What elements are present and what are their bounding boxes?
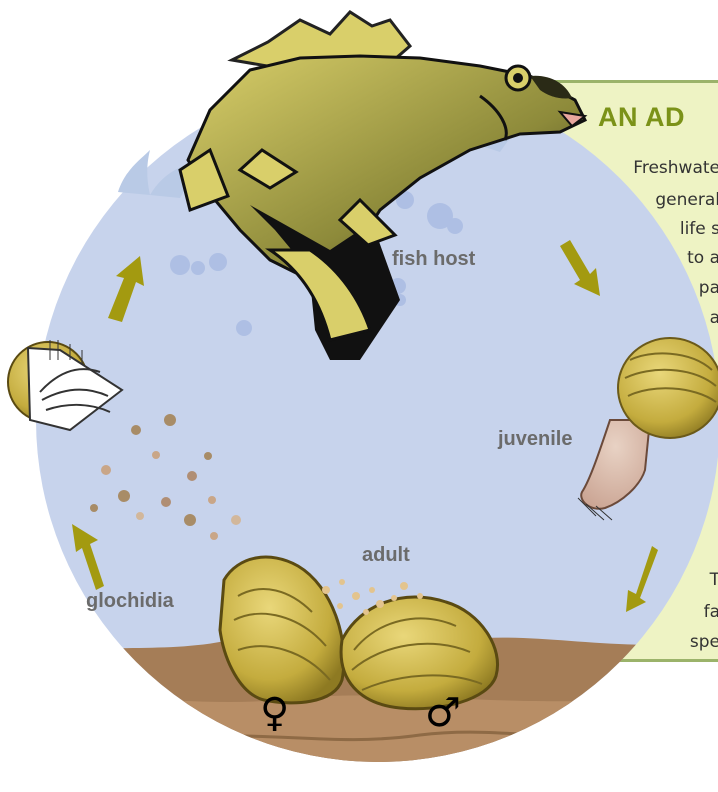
label-juvenile: juvenile [498, 428, 572, 451]
label-fish-host: fish host [392, 248, 475, 271]
label-adult: adult [362, 544, 410, 567]
label-glochidia: glochidia [86, 590, 174, 613]
female-symbol-icon: ♀ [260, 690, 289, 736]
male-symbol-icon: ♂ [425, 690, 461, 736]
